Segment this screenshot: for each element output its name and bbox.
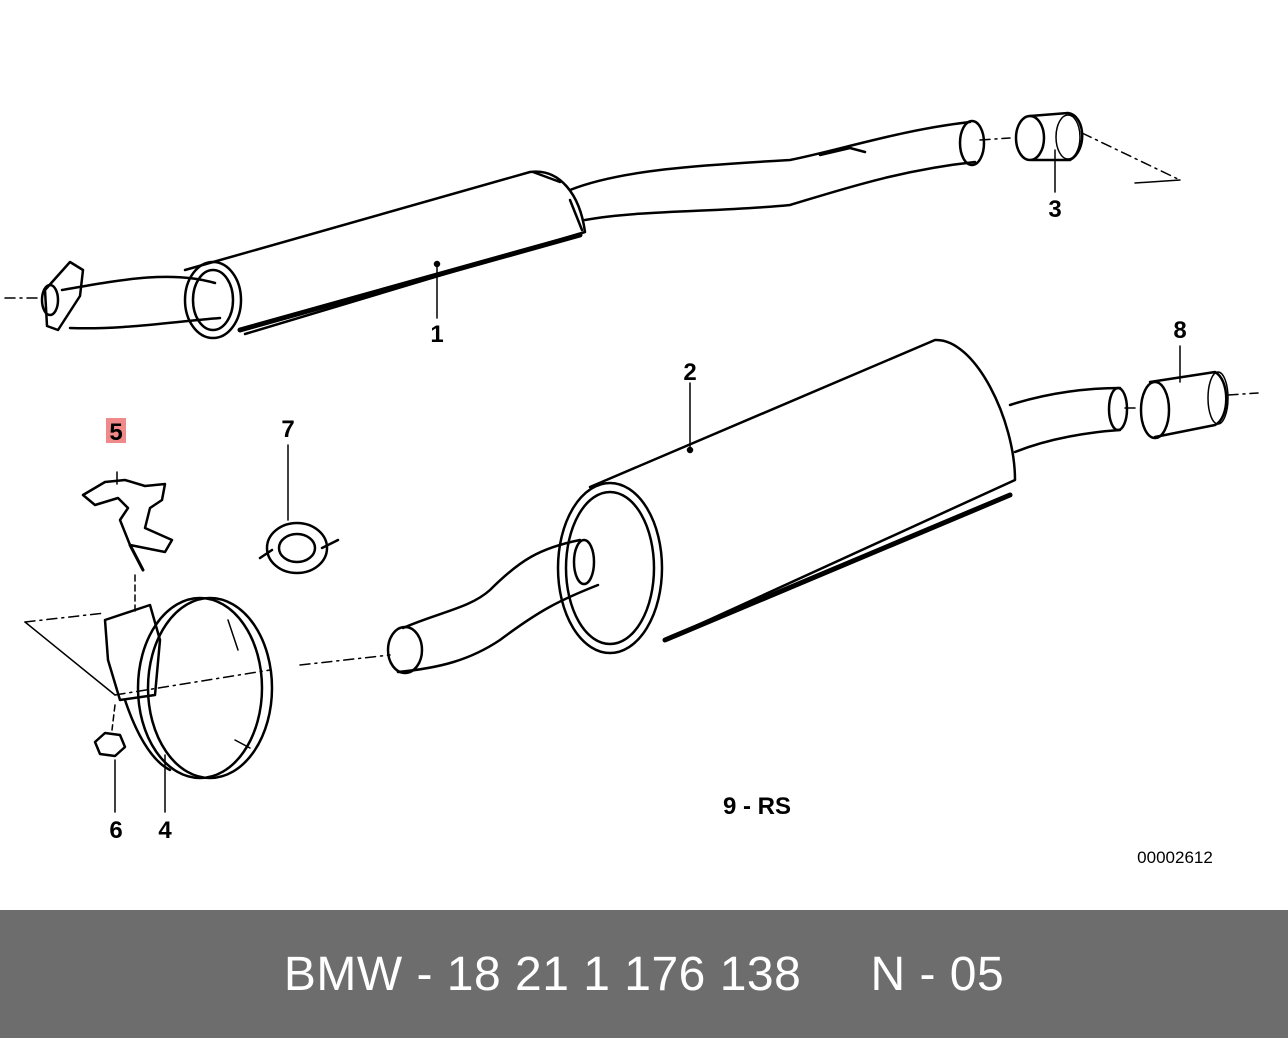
rear-silencer-drawing	[299, 338, 1141, 675]
diagram-svg: 1 2 3 4 5 6 7 8 9 - RS 00002612	[4, 111, 1259, 867]
bracket-5-drawing	[81, 471, 174, 613]
part-label-3: 3	[1048, 196, 1061, 223]
front-silencer-drawing	[4, 119, 1011, 340]
diagram-note: 9 - RS	[723, 793, 791, 820]
sleeve-8-drawing	[1139, 345, 1259, 440]
part-label-1: 1	[430, 321, 443, 348]
clamp-band-4-drawing	[24, 596, 274, 813]
nut-6-drawing	[93, 704, 127, 813]
part-label-6: 6	[109, 817, 122, 844]
part-number-footer: BMW - 18 21 1 176 138 N - 05	[0, 910, 1288, 1038]
part-label-5: 5	[109, 419, 122, 446]
part-label-2: 2	[683, 359, 696, 386]
part-label-5-highlight	[106, 418, 126, 443]
part-label-8: 8	[1173, 317, 1186, 344]
hanger-7-drawing	[258, 444, 340, 575]
sleeve-3-drawing	[1014, 111, 1181, 193]
image-code: 00002612	[1137, 848, 1213, 867]
exhaust-parts-diagram: 1 2 3 4 5 6 7 8 9 - RS 00002612	[4, 111, 1259, 867]
part-label-4: 4	[158, 817, 172, 844]
footer-part-number-text: BMW - 18 21 1 176 138 N - 05	[283, 947, 1005, 1001]
part-label-7: 7	[281, 416, 294, 443]
